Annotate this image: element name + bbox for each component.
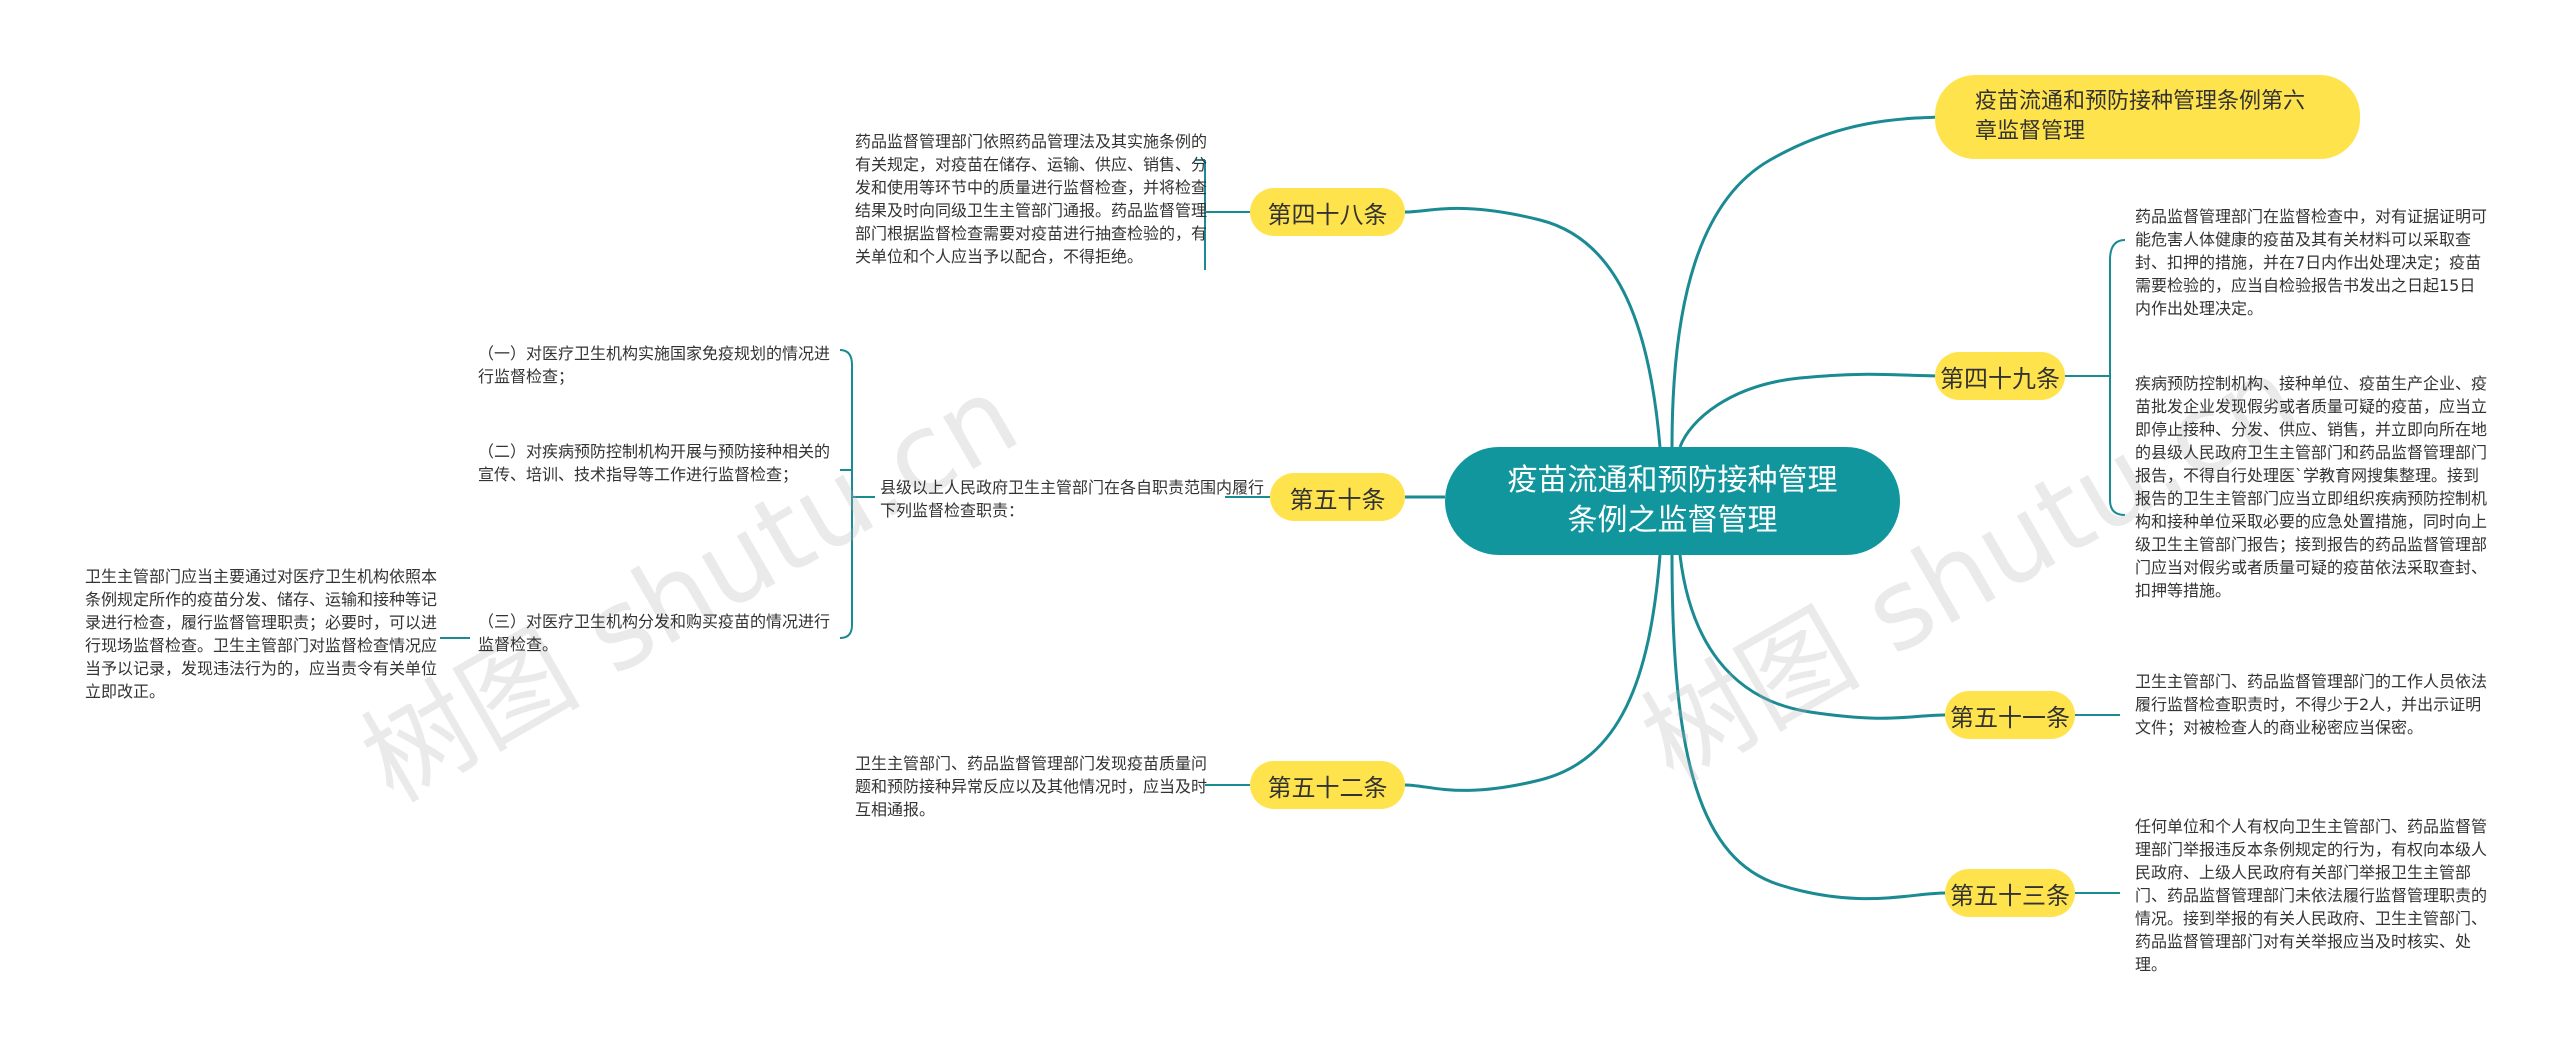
topic-article-48[interactable]: 第四十八条 xyxy=(1250,188,1405,236)
leaf-text: 药品监督管理部门依照药品管理法及其实施条例的有关规定，对疫苗在储存、运输、供应、… xyxy=(855,132,1208,266)
connector-root-right-1 xyxy=(1678,372,1946,448)
connector-root-right-3 xyxy=(1670,554,1946,901)
connector-root-left-0 xyxy=(1404,206,1662,448)
leaf-item: （一）对医疗卫生机构实施国家免疫规划的情况进行监督检查； xyxy=(478,344,831,386)
topic-label: 第四十九条 xyxy=(1940,364,2060,393)
topic-chapter-six[interactable]: 疫苗流通和预防接种管理条例第六章监督管理 xyxy=(1935,75,2360,159)
connector-left-0-leaf xyxy=(1195,159,1250,270)
connector-root-right-0 xyxy=(1670,115,1946,448)
topic-label: 疫苗流通和预防接种管理条例第六章监督管理 xyxy=(1975,89,2306,144)
topic-article-51[interactable]: 第五十一条 xyxy=(1945,691,2075,739)
leaf-text: 药品监督管理部门在监督检查中，对有证据证明可能危害人体健康的疫苗及其有关材料可以… xyxy=(2135,207,2488,318)
leaf-subtext: 卫生主管部门应当主要通过对医疗卫生机构依照本条例规定所作的疫苗分发、储存、运输和… xyxy=(85,567,438,701)
topic-article-52[interactable]: 第五十二条 xyxy=(1250,761,1405,809)
leaf-text: 任何单位和个人有权向卫生主管部门、药品监督管理部门举报违反本条例规定的行为，有权… xyxy=(2135,817,2488,974)
root-topic[interactable]: 疫苗流通和预防接种管理 条例之监督管理 xyxy=(1445,447,1900,555)
topic-label: 第五十二条 xyxy=(1267,773,1388,802)
leaf-text: 疾病预防控制机构、接种单位、疫苗生产企业、疫苗批发企业发现假劣或者质量可疑的疫苗… xyxy=(2135,374,2488,600)
leaf-text: 卫生主管部门、药品监督管理部门发现疫苗质量问题和预防接种异常反应以及其他情况时，… xyxy=(855,754,1208,819)
root-title-line1: 疫苗流通和预防接种管理 xyxy=(1507,463,1838,498)
connector-left-1-items xyxy=(839,349,875,639)
connector-right-1-leaves xyxy=(2065,239,2126,516)
leaf-text: 县级以上人民政府卫生主管部门在各自职责范围内履行下列监督检查职责： xyxy=(880,478,1265,520)
leaf-item: （三）对医疗卫生机构分发和购买疫苗的情况进行监督检查。 xyxy=(478,612,831,654)
topic-label: 第五十条 xyxy=(1289,485,1386,514)
connector-root-left-2 xyxy=(1404,554,1662,792)
connector-root-right-2 xyxy=(1678,554,1946,720)
root-title-line2: 条例之监督管理 xyxy=(1567,503,1778,538)
topic-article-53[interactable]: 第五十三条 xyxy=(1945,869,2075,917)
topic-label: 第四十八条 xyxy=(1267,200,1388,229)
topic-label: 第五十三条 xyxy=(1950,881,2070,910)
topic-label: 第五十一条 xyxy=(1950,703,2070,732)
topic-article-49[interactable]: 第四十九条 xyxy=(1935,352,2065,400)
leaf-item: （二）对疾病预防控制机构开展与预防接种相关的宣传、培训、技术指导等工作进行监督检… xyxy=(478,442,831,484)
leaf-text: 卫生主管部门、药品监督管理部门的工作人员依法履行监督检查职责时，不得少于2人，并… xyxy=(2135,672,2488,737)
topic-article-50[interactable]: 第五十条 xyxy=(1270,473,1405,521)
